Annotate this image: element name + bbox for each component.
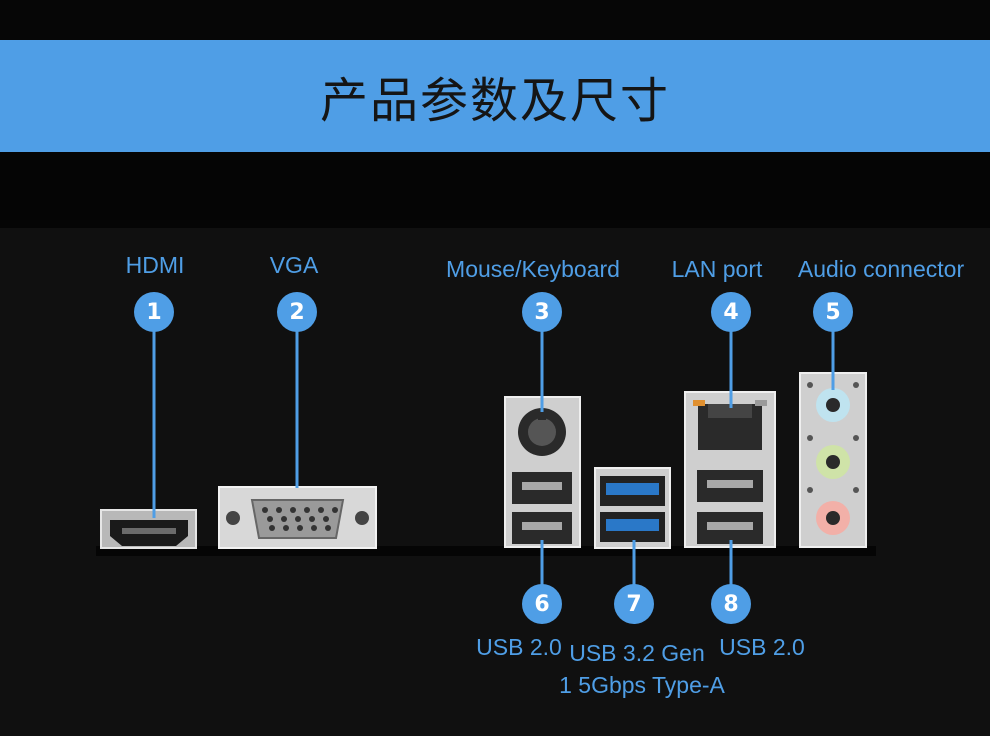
leader-line-usb20-right — [729, 540, 733, 604]
leader-line-usb20-left — [540, 540, 544, 604]
callout-label-vga: VGA — [269, 252, 319, 278]
leader-line-hdmi — [152, 312, 156, 518]
usb32-stack-graphic — [594, 467, 671, 549]
callout-badge-8: 8 — [711, 584, 751, 624]
leader-line-vga — [295, 312, 299, 488]
callout-badge-3: 3 — [522, 292, 562, 332]
leader-line-usb32 — [632, 540, 636, 604]
io-shield-rail — [96, 546, 876, 556]
callout-badge-6: 6 — [522, 584, 562, 624]
callout-label-usb32-line2: 1 5Gbps Type-A — [559, 672, 725, 698]
spacer-band — [0, 152, 990, 228]
hdmi-port-graphic — [100, 509, 197, 549]
callout-badge-5: 5 — [813, 292, 853, 332]
lan-usb-stack-graphic — [684, 391, 776, 548]
title-banner: 产品参数及尺寸 — [0, 40, 990, 152]
banner-title: 产品参数及尺寸 — [319, 73, 670, 129]
leader-line-lan — [729, 312, 733, 408]
vga-port-graphic — [218, 486, 377, 549]
callout-label-audio: Audio connector — [797, 256, 965, 282]
callout-label-usb32-line1: USB 3.2 Gen — [569, 640, 705, 666]
audio-jacks-graphic — [799, 372, 867, 548]
leader-line-audio — [831, 312, 835, 390]
ps2-usb-stack-graphic — [504, 396, 581, 548]
callout-label-mouse-keyboard: Mouse/Keyboard — [446, 256, 620, 282]
callout-label-lan: LAN port — [671, 256, 763, 282]
callout-badge-1: 1 — [134, 292, 174, 332]
callout-badge-4: 4 — [711, 292, 751, 332]
callout-label-usb20-left: USB 2.0 — [476, 634, 562, 660]
leader-line-ps2 — [540, 312, 544, 412]
top-band — [0, 0, 990, 40]
callout-label-hdmi: HDMI — [125, 252, 185, 278]
callout-label-usb20-right: USB 2.0 — [719, 634, 805, 660]
callout-badge-7: 7 — [614, 584, 654, 624]
callout-badge-2: 2 — [277, 292, 317, 332]
